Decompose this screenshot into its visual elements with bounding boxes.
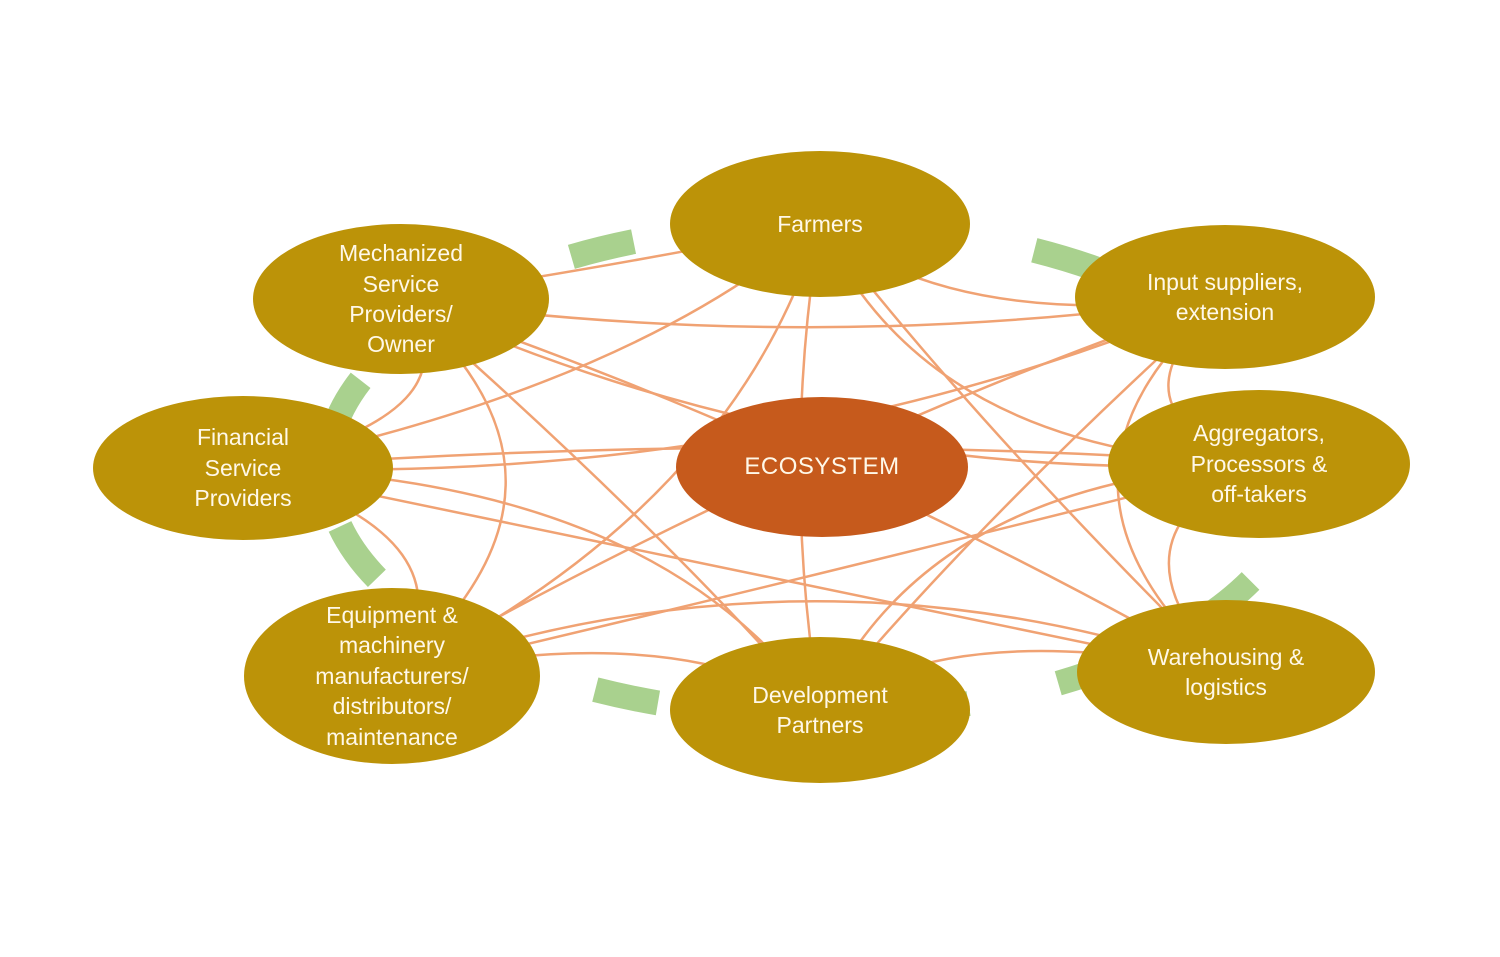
node-financial-service-providers-label: Financial Service Providers (194, 424, 292, 512)
node-farmers[interactable]: Farmers (670, 151, 970, 297)
node-ecosystem[interactable]: ECOSYSTEM (676, 397, 968, 537)
node-input-suppliers[interactable]: Input suppliers, extension (1075, 225, 1375, 369)
node-development-partners[interactable]: Development Partners (670, 637, 970, 783)
node-ecosystem-label: ECOSYSTEM (744, 453, 900, 481)
node-input-suppliers-label: Input suppliers, extension (1147, 268, 1303, 325)
node-farmers-label: Farmers (777, 210, 863, 237)
node-warehousing[interactable]: Warehousing & logistics (1077, 600, 1375, 744)
node-financial-service-providers[interactable]: Financial Service Providers (93, 396, 393, 540)
node-aggregators-label: Aggregators, Processors & off-takers (1190, 420, 1328, 508)
node-equipment-machinery[interactable]: Equipment & machinery manufacturers/ dis… (244, 588, 540, 764)
node-equipment-machinery-label: Equipment & machinery manufacturers/ dis… (315, 602, 469, 750)
node-mechanized-service-providers[interactable]: Mechanized Service Providers/ Owner (253, 224, 549, 374)
node-warehousing-label: Warehousing & logistics (1147, 643, 1305, 700)
connector-line (242, 466, 1227, 674)
node-mechanized-service-providers-label: Mechanized Service Providers/ Owner (338, 240, 464, 358)
node-development-partners-label: Development Partners (752, 681, 888, 738)
node-aggregators[interactable]: Aggregators, Processors & off-takers (1108, 390, 1410, 538)
